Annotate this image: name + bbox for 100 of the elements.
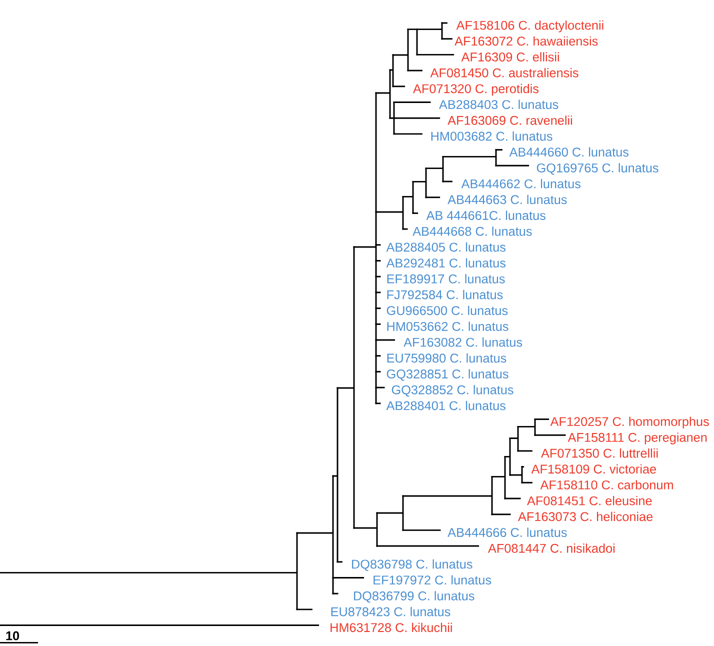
taxon-label: AB444668 C. lunatus — [412, 226, 532, 236]
tree-branch — [402, 476, 493, 516]
tree-branch — [336, 561, 342, 563]
tree-branch — [332, 387, 338, 563]
tree-branch — [296, 608, 312, 610]
taxon-label: GQ328852 C. lunatus — [392, 385, 514, 397]
tree-branch — [521, 482, 532, 484]
tree-branch — [392, 86, 406, 88]
tree-branch — [407, 28, 418, 56]
tree-branch — [376, 545, 480, 547]
taxon-label: EU759980 C. lunatus — [387, 353, 506, 363]
tree-branch — [392, 28, 409, 72]
tree-branch — [332, 577, 364, 578]
taxon-label: HM003682 C. lunatus — [431, 131, 552, 141]
tree-branch — [376, 495, 404, 531]
taxon-label: AF158109 C. victoriae — [531, 464, 656, 474]
tree-branch — [441, 22, 448, 24]
tree-branch — [375, 244, 381, 246]
tree-branch — [412, 212, 418, 214]
taxon-label: AF163072 C. hawaiiensis — [454, 36, 598, 46]
taxon-label: AB288405 C. lunatus — [386, 242, 506, 252]
tree-branch — [389, 102, 395, 135]
tree-branch — [389, 54, 394, 88]
tree-branch — [375, 276, 381, 278]
tree-branch — [393, 102, 431, 103]
taxon-label: AF16309 C. ellisii — [461, 52, 559, 62]
tree-branch — [296, 475, 334, 594]
tree-branch — [412, 168, 427, 198]
tree-branch — [402, 529, 441, 531]
taxon-label: EU878423 C. lunatus — [331, 606, 450, 616]
tree-branch — [442, 180, 452, 182]
tree-branch — [521, 466, 524, 468]
taxon-label: AB444663 C. lunatus — [448, 194, 567, 204]
tree-branch — [509, 466, 523, 484]
taxon-label: AF081447 C. nisikadoi — [488, 544, 615, 553]
taxon-label: AB288401 C. lunatus — [386, 400, 506, 410]
taxon-label: AB444662 C. lunatus — [461, 178, 580, 188]
tree-branch — [442, 149, 497, 166]
taxon-label: AB444666 C. lunatus — [448, 528, 567, 537]
tree-branch — [0, 624, 320, 626]
tree-branch — [375, 308, 381, 310]
tree-branch — [402, 180, 414, 214]
taxon-label: DQ836799 C. lunatus — [354, 591, 474, 603]
taxon-label: AF120257 C. homomorphus — [550, 416, 709, 429]
tree-branch — [375, 69, 391, 119]
tree-branch — [0, 532, 298, 610]
tree-branch — [375, 260, 381, 262]
taxon-label: AB288403 C. lunatus — [438, 100, 558, 110]
taxon-label: DQ836798 C. lunatus — [352, 559, 472, 571]
taxon-label: HM631728 C. kikuchii — [330, 622, 452, 632]
tree-branch — [425, 156, 444, 182]
tree-branch — [425, 196, 440, 198]
tree-branch — [332, 592, 338, 594]
tree-branch — [375, 339, 396, 341]
tree-branch — [407, 70, 422, 72]
taxon-label: EF197972 C. lunatus — [374, 575, 492, 585]
scale-label: 10 — [6, 631, 20, 640]
tree-branch — [375, 386, 385, 388]
taxon-label: AF158111 C. peregianen — [568, 432, 707, 444]
tree-branch — [491, 456, 506, 500]
tree-branch — [504, 438, 511, 476]
taxon-label: AF158106 C. dactyloctenii — [456, 20, 604, 32]
taxon-label: AF163082 C. lunatus — [404, 337, 522, 347]
tree-branch — [504, 498, 521, 500]
tree-branch — [534, 418, 550, 420]
taxon-label: GQ328851 C. lunatus — [386, 369, 508, 381]
tree-branch — [375, 370, 381, 372]
tree-branch — [375, 292, 381, 294]
tree-branch — [375, 355, 381, 357]
taxon-label: GU966500 C. lunatus — [386, 306, 508, 316]
tree-branch — [353, 92, 377, 404]
tree-branch — [375, 323, 381, 325]
tree-branch — [517, 450, 532, 452]
tree-branch — [402, 228, 408, 230]
tree-branch — [495, 164, 530, 166]
tree-branch — [517, 418, 536, 436]
taxon-label: AF163073 C. heliconiae — [518, 512, 653, 522]
tree-branch — [509, 426, 519, 452]
taxon-label: EF189917 C. lunatus — [387, 274, 505, 284]
tree-branch — [491, 514, 511, 516]
tree-branch — [375, 196, 404, 230]
tree-branch — [534, 434, 566, 436]
taxon-label: AF071350 C. luttrellii — [541, 448, 658, 458]
taxon-label: AF163069 C. ravenelii — [448, 116, 572, 125]
taxon-label: GQ169765 C. lunatus — [536, 163, 658, 175]
tree-branch — [416, 54, 454, 56]
taxon-label: AB 444661C. lunatus — [426, 210, 546, 220]
taxon-label: AB444660 C. lunatus — [509, 147, 628, 157]
tree-branch — [441, 38, 452, 40]
tree-branch — [393, 133, 422, 135]
taxon-label: AB292481 C. lunatus — [386, 258, 506, 268]
taxon-label: AF158110 C. carbonum — [540, 480, 673, 490]
tree-branch — [375, 402, 381, 404]
taxon-label: AF081450 C. australiensis — [430, 68, 578, 78]
tree-branch — [393, 117, 440, 119]
tree-branch — [416, 22, 443, 40]
taxon-label: AF071320 C. perotidis — [413, 84, 539, 96]
tree-branch — [336, 246, 355, 529]
taxon-label: FJ792584 C. lunatus — [387, 290, 503, 300]
taxon-label: HM053662 C. lunatus — [387, 322, 508, 331]
